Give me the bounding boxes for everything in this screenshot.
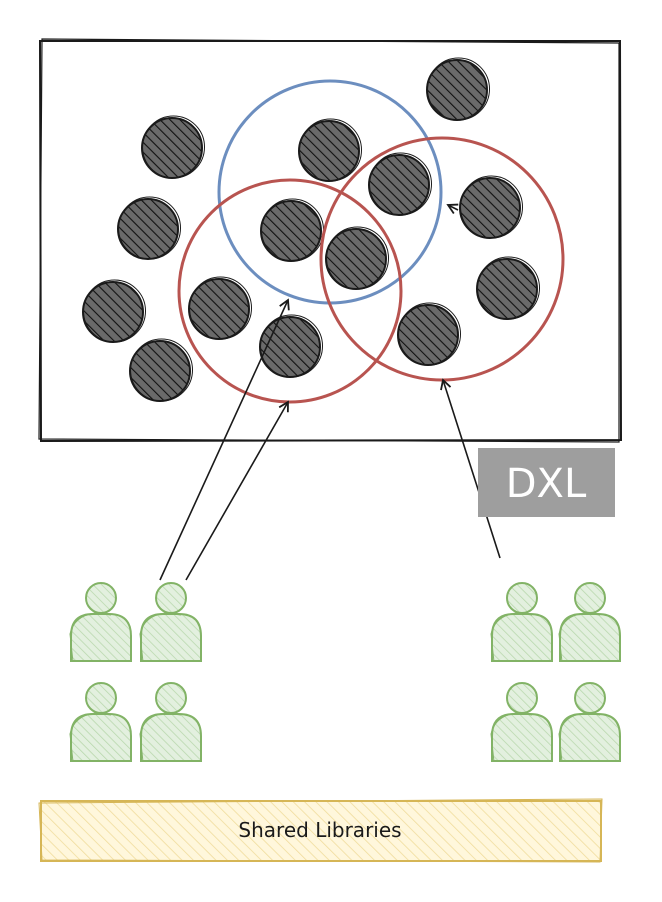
service-node: [82, 279, 146, 343]
service-node: [459, 175, 523, 239]
arrow-into-right-circle: [446, 203, 459, 215]
user-icon: [558, 682, 621, 763]
service-node: [259, 314, 323, 378]
red-team-circle-left: [177, 178, 403, 404]
shared-libraries: Shared Libraries: [38, 798, 603, 863]
user-icon: [69, 682, 132, 763]
service-node: [188, 276, 252, 340]
service-node: [298, 118, 362, 182]
shared-libraries-label: Shared Libraries: [238, 818, 401, 842]
user-icon: [139, 682, 202, 763]
user-icon: [490, 682, 553, 763]
service-node: [397, 302, 461, 366]
arrow-left-team-to-blue: [159, 298, 290, 581]
dxl-badge: DXL: [478, 448, 615, 517]
user-icon: [490, 582, 553, 663]
service-node: [129, 338, 193, 402]
arrow-right-team-to-red: [440, 378, 501, 559]
user-icon: [139, 582, 202, 663]
connection-arrows: [159, 203, 501, 581]
user-icon: [69, 582, 132, 663]
platform-frame: [38, 38, 623, 443]
service-node: [325, 226, 389, 290]
service-node: [476, 256, 540, 320]
team-members: [69, 582, 621, 763]
service-node: [117, 196, 181, 260]
arrow-left-team-to-red: [185, 400, 289, 581]
service-nodes: [82, 57, 540, 402]
service-node: [426, 57, 490, 121]
service-node: [260, 198, 324, 262]
service-node: [368, 152, 432, 216]
user-icon: [558, 582, 621, 663]
service-node: [141, 115, 205, 179]
dxl-badge-label: DXL: [506, 461, 587, 507]
